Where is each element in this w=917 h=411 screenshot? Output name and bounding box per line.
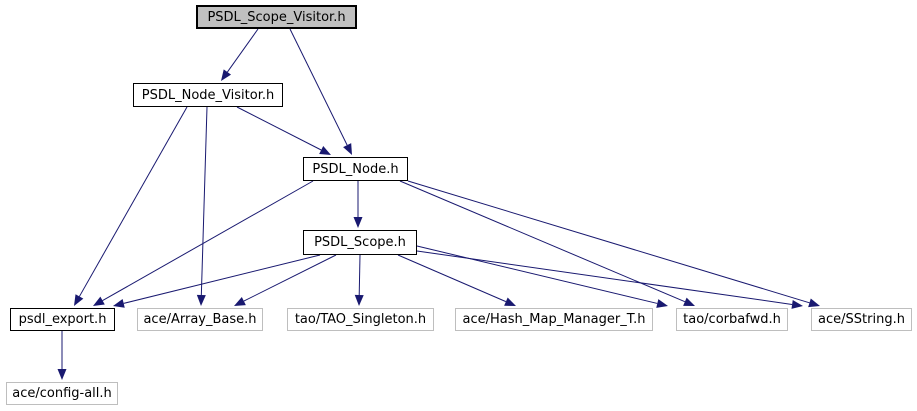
edge-psdl-node-h-to-ace-sstring-h <box>407 180 820 308</box>
graph-node-ace-hash-map-manager-t-h[interactable]: ace/Hash_Map_Manager_T.h <box>455 308 653 331</box>
edge-psdl-scope-h-to-psdl-export-h <box>113 254 321 308</box>
arrowhead-icon <box>196 294 206 306</box>
graph-node-psdl-scope-visitor-h: PSDL_Scope_Visitor.h <box>196 5 357 29</box>
arrowhead-icon <box>113 298 125 308</box>
graph-node-ace-sstring-h[interactable]: ace/SString.h <box>811 308 912 331</box>
arrowhead-icon <box>319 145 331 155</box>
graph-node-tao-corbafwd-h[interactable]: tao/corbafwd.h <box>676 308 788 331</box>
arrowhead-icon <box>343 143 352 155</box>
edge-psdl-scope-visitor-h-to-psdl-node-visitor-h <box>221 28 259 81</box>
graph-node-ace-config-all-h[interactable]: ace/config-all.h <box>6 382 118 405</box>
edge-psdl-scope-h-to-tao-tao-singleton-h <box>354 254 364 306</box>
edge-psdl-scope-h-to-tao-corbafwd-h <box>416 245 668 308</box>
arrowhead-icon <box>74 294 84 306</box>
arrowhead-icon <box>353 217 363 228</box>
arrowhead-icon <box>354 294 364 306</box>
graph-node-ace-array-base-h[interactable]: ace/Array_Base.h <box>137 308 263 331</box>
graph-node-psdl-scope-h[interactable]: PSDL_Scope.h <box>303 230 417 255</box>
arrowhead-icon <box>683 297 695 306</box>
edge-psdl-scope-visitor-h-to-psdl-node-h <box>289 28 352 155</box>
graph-node-psdl-node-visitor-h[interactable]: PSDL_Node_Visitor.h <box>133 83 283 107</box>
edge-psdl-scope-h-to-ace-sstring-h <box>416 250 803 309</box>
arrowhead-icon <box>504 297 516 306</box>
arrowhead-icon <box>221 69 232 81</box>
edge-psdl-node-h-to-tao-corbafwd-h <box>399 180 695 306</box>
edge-psdl-node-h-to-psdl-scope-h <box>353 181 363 228</box>
arrowhead-icon <box>791 299 803 309</box>
graph-node-tao-tao-singleton-h[interactable]: tao/TAO_Singleton.h <box>287 308 434 331</box>
edge-psdl-scope-h-to-ace-hash-map-manager-t-h <box>397 254 516 306</box>
edge-psdl-node-visitor-h-to-psdl-node-h <box>236 106 331 155</box>
arrowhead-icon <box>93 296 105 306</box>
arrowhead-icon <box>234 297 246 306</box>
graph-node-psdl-export-h[interactable]: psdl_export.h <box>10 308 115 331</box>
arrowhead-icon <box>57 369 67 380</box>
edge-psdl-node-visitor-h-to-ace-array-base-h <box>196 106 208 306</box>
edge-psdl-scope-h-to-ace-array-base-h <box>234 254 337 306</box>
edge-psdl-node-h-to-psdl-export-h <box>93 180 314 306</box>
arrowhead-icon <box>808 298 820 308</box>
edge-psdl-node-visitor-h-to-psdl-export-h <box>74 106 188 306</box>
edge-psdl-export-h-to-ace-config-all-h <box>57 331 67 380</box>
graph-node-psdl-node-h[interactable]: PSDL_Node.h <box>303 157 408 181</box>
arrowhead-icon <box>656 299 668 308</box>
